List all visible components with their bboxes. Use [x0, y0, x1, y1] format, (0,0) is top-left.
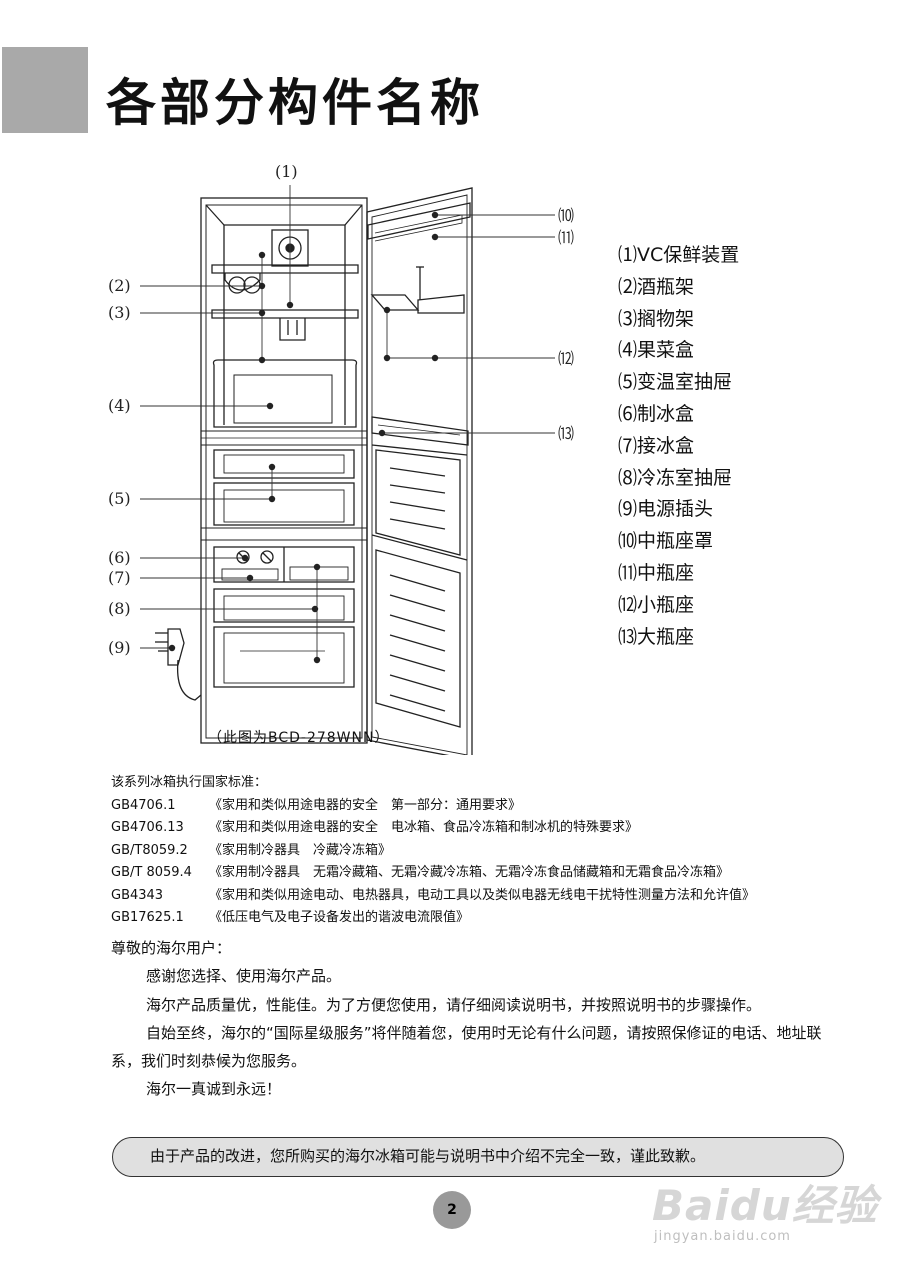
legend-item: ⑺接冰盒	[618, 434, 695, 457]
callout-5: (5)	[108, 489, 131, 508]
callout-3: (3)	[108, 303, 131, 322]
standard-row: GB4706.13 《家用和类似用途电器的安全 电冰箱、食品冷冻箱和制冰机的特殊要…	[111, 817, 755, 840]
standard-code: GB4706.1	[111, 797, 176, 813]
letter-paragraph: 感谢您选择、使用海尔产品。	[146, 967, 342, 986]
legend-item: ⑴VC保鲜装置	[618, 244, 740, 266]
standard-text: 《家用和类似用途电动、电热器具，电动工具以及类似电器无线电干扰特性测量方法和允许…	[209, 887, 756, 903]
diagram-caption: （此图为BCD-278WNN）	[208, 730, 390, 746]
fridge-diagram: (1) (2) (3) (4) (5) (6) (7) (8) (9) ⑽ ⑾ …	[108, 162, 574, 755]
letter-paragraph: 海尔一真诚到永远！	[146, 1080, 282, 1099]
callout-2: (2)	[108, 276, 131, 295]
header-decor-block	[2, 47, 88, 133]
legend-item: ⑶搁物架	[618, 307, 695, 330]
standard-row: GB/T 8059.4 《家用制冷器具 无霜冷藏箱、无霜冷藏冷冻箱、无霜冷冻食品储…	[111, 862, 755, 885]
callout-6: (6)	[108, 548, 131, 567]
page-number: 2	[433, 1191, 471, 1229]
letter-paragraph: 自始至终，海尔的“国际星级服务”将伴随着您，使用时无论有什么问题，请按照保修证的…	[111, 1023, 822, 1071]
callout-13: ⒀	[558, 424, 574, 443]
callout-12: ⑿	[558, 349, 574, 368]
callout-1: (1)	[275, 162, 298, 181]
callout-7: (7)	[108, 568, 131, 587]
standard-row: GB4343 《家用和类似用途电动、电热器具，电动工具以及类似电器无线电干扰特性测…	[111, 885, 755, 908]
parts-legend: ⑴VC保鲜装置 ⑵酒瓶架 ⑶搁物架 ⑷果菜盒 ⑸变温室抽屉 ⑹制冰盒 ⑺接冰盒 …	[618, 240, 739, 653]
legend-item: ⑻冷冻室抽屉	[618, 466, 733, 489]
callout-4: (4)	[108, 396, 131, 415]
legend-item: ⑿小瓶座	[618, 593, 695, 616]
page-title: 各部分构件名称	[106, 74, 484, 132]
standard-row: GB17625.1 《低压电气及电子设备发出的谐波电流限值》	[111, 907, 755, 930]
legend-item: ⑼电源插头	[618, 498, 714, 521]
watermark-url: jingyan.baidu.com	[654, 1229, 791, 1244]
letter-paragraph: 海尔产品质量优，性能佳。为了方便您使用，请仔细阅读说明书，并按照说明书的步骤操作…	[146, 995, 762, 1014]
legend-item: ⑷果菜盒	[618, 339, 695, 362]
standard-code: GB/T 8059.4	[111, 865, 192, 880]
notice-banner: 由于产品的改进，您所购买的海尔冰箱可能与说明书中介绍不完全一致，谨此致歉。	[112, 1137, 844, 1177]
legend-item: ⑾中瓶座	[618, 561, 695, 584]
standard-code: GB17625.1	[111, 910, 184, 925]
legend-item: ⑽中瓶座罩	[618, 530, 714, 553]
callout-11: ⑾	[558, 228, 574, 247]
standard-code: GB/T8059.2	[111, 842, 188, 858]
standards-intro: 该系列冰箱执行国家标准：	[111, 775, 268, 790]
standards-section: 该系列冰箱执行国家标准： GB4706.1 《家用和类似用途电器的安全 第一部分：…	[111, 772, 755, 930]
letter-greeting: 尊敬的海尔用户：	[111, 939, 232, 957]
standard-code: GB4706.13	[111, 820, 184, 835]
standard-text: 《家用和类似用途电器的安全 第一部分：通用要求》	[209, 797, 522, 813]
legend-item: ⑸变温室抽屉	[618, 371, 733, 394]
baidu-watermark: Baidu经验 jingyan.baidu.com	[652, 1172, 878, 1244]
standard-code: GB4343	[111, 887, 164, 903]
callout-10: ⑽	[558, 206, 574, 225]
callout-9: (9)	[108, 638, 131, 657]
customer-letter: 尊敬的海尔用户： 感谢您选择、使用海尔产品。 海尔产品质量优，性能佳。为了方便您…	[111, 934, 846, 1104]
legend-item: ⒀大瓶座	[618, 625, 695, 648]
standard-text: 《家用制冷器具 冷藏冷冻箱》	[209, 842, 392, 858]
standard-text: 《家用制冷器具 无霜冷藏箱、无霜冷藏冷冻箱、无霜冷冻食品储藏箱和无霜食品冷冻箱》	[209, 865, 730, 880]
standard-text: 《家用和类似用途电器的安全 电冰箱、食品冷冻箱和制冰机的特殊要求》	[209, 820, 639, 835]
callout-8: (8)	[108, 599, 131, 618]
standard-row: GB4706.1 《家用和类似用途电器的安全 第一部分：通用要求》	[111, 795, 755, 818]
standard-row: GB/T8059.2 《家用制冷器具 冷藏冷冻箱》	[111, 840, 755, 863]
legend-item: ⑵酒瓶架	[618, 275, 695, 298]
watermark-logo-text: Baidu经验	[652, 1181, 878, 1230]
standard-text: 《低压电气及电子设备发出的谐波电流限值》	[209, 910, 470, 925]
legend-item: ⑹制冰盒	[618, 402, 695, 425]
